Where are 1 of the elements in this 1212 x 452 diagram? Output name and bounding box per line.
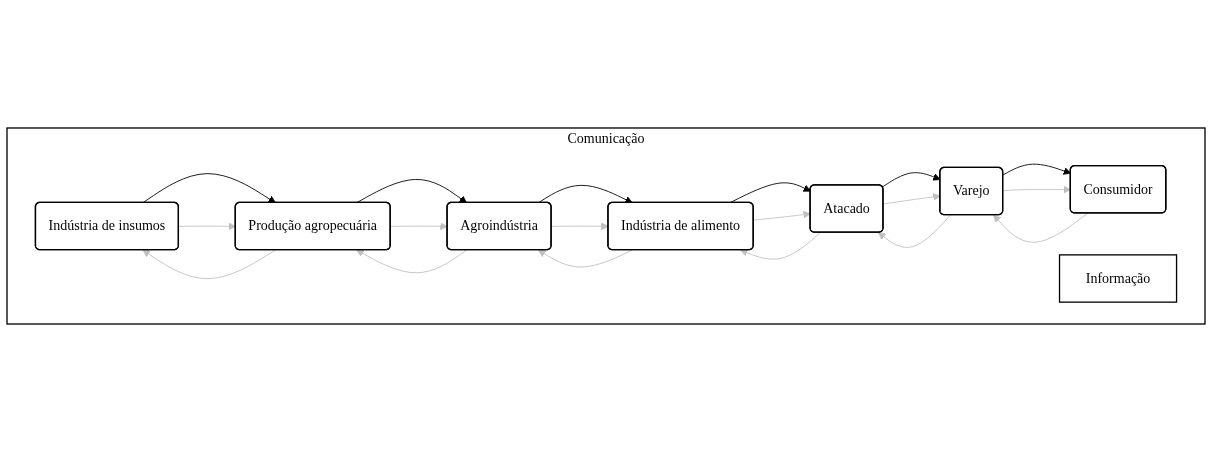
node-box: Informação (1058, 254, 1178, 303)
